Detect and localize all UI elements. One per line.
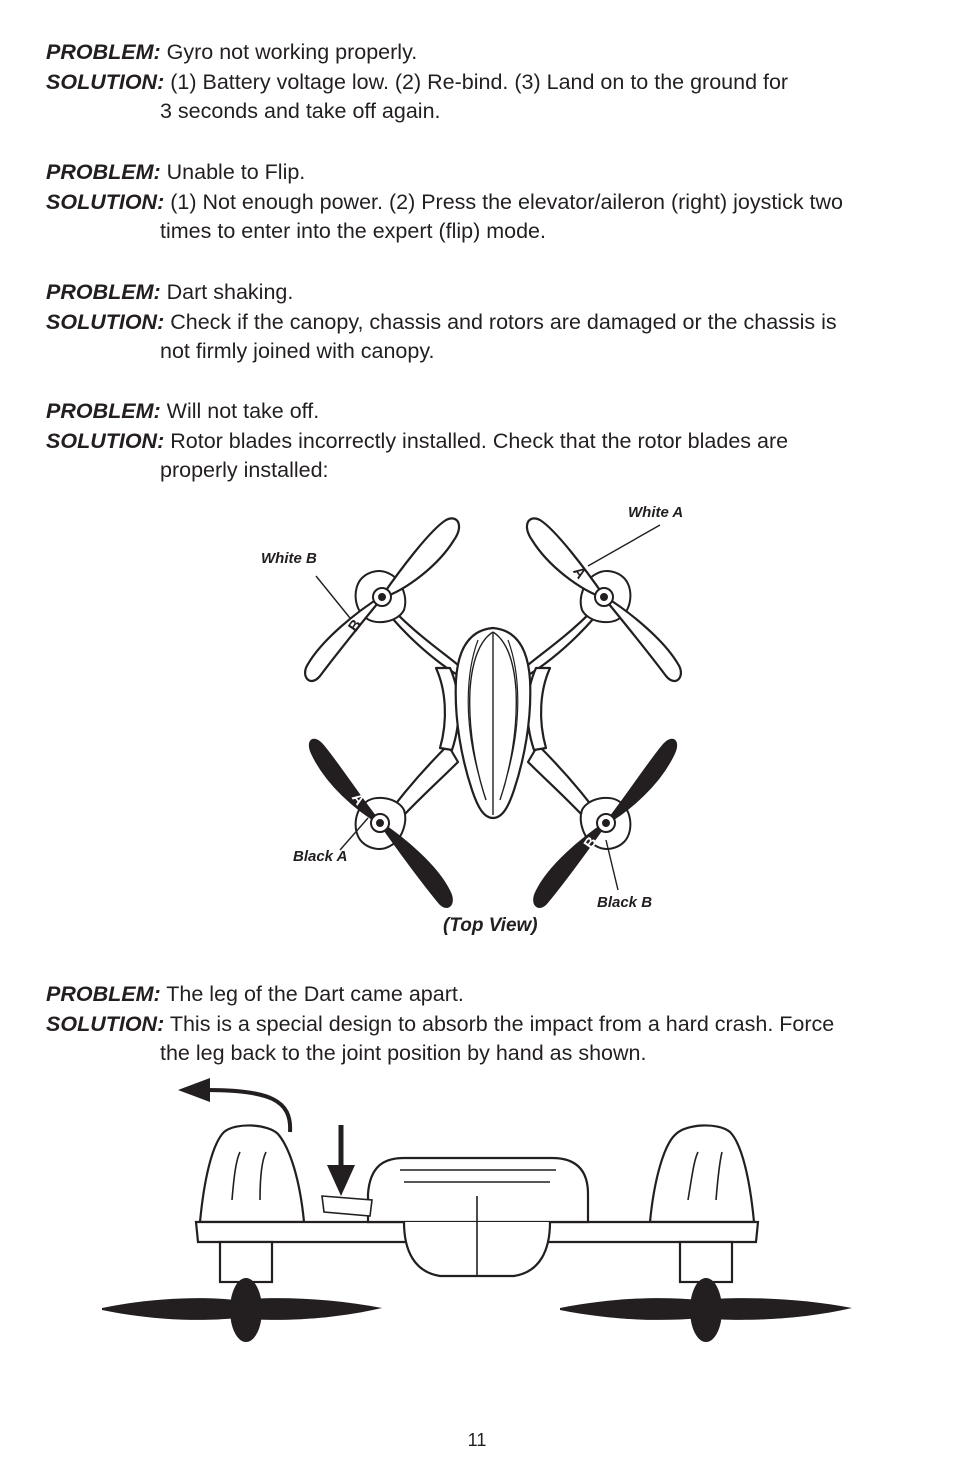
- problem-label: PROBLEM:: [46, 280, 161, 304]
- problem-line: PROBLEM: Will not take off.: [46, 397, 926, 427]
- problem-line: PROBLEM: The leg of the Dart came apart.: [46, 980, 926, 1010]
- problem-text: Dart shaking.: [166, 280, 294, 304]
- section-leg: PROBLEM: The leg of the Dart came apart.…: [46, 980, 926, 1069]
- solution-line: SOLUTION: Rotor blades incorrectly insta…: [46, 427, 926, 457]
- right-motor: [678, 1240, 734, 1284]
- left-motor: [218, 1240, 274, 1284]
- problem-label: PROBLEM:: [46, 160, 161, 184]
- solution-text: (1) Battery voltage low. (2) Re-bind. (3…: [170, 69, 789, 94]
- drone-side-view-diagram: [178, 1078, 760, 1284]
- solution-line: SOLUTION: This is a special design to ab…: [46, 1010, 926, 1040]
- solution-text: Check if the canopy, chassis and rotors …: [170, 309, 837, 334]
- problem-line: PROBLEM: Dart shaking.: [46, 278, 926, 308]
- solution-continuation: the leg back to the joint position by ha…: [160, 1041, 647, 1065]
- center-body: [366, 1156, 590, 1224]
- problem-text: Unable to Flip.: [166, 160, 306, 184]
- section-shaking: PROBLEM: Dart shaking. SOLUTION: Check i…: [46, 278, 926, 367]
- section-takeoff: PROBLEM: Will not take off. SOLUTION: Ro…: [46, 397, 926, 486]
- solution-line: SOLUTION: Check if the canopy, chassis a…: [46, 308, 926, 338]
- right-side-blade: [560, 1298, 700, 1320]
- solution-continuation: not firmly joined with canopy.: [160, 339, 435, 363]
- problem-text: Will not take off.: [166, 399, 320, 423]
- problem-line: PROBLEM: Gyro not working properly.: [46, 38, 926, 68]
- problem-text: The leg of the Dart came apart.: [166, 982, 464, 1006]
- solution-text: (1) Not enough power. (2) Press the elev…: [170, 189, 844, 214]
- page-number: 11: [467, 1430, 487, 1450]
- label-white-b: White B: [261, 550, 317, 567]
- solution-line: SOLUTION: (1) Battery voltage low. (2) R…: [46, 68, 926, 98]
- problem-line: PROBLEM: Unable to Flip.: [46, 158, 926, 188]
- left-leg-guard: [198, 1124, 306, 1224]
- solution-label: SOLUTION:: [46, 189, 165, 214]
- curved-arrow-icon: [204, 1088, 293, 1133]
- solution-label: SOLUTION:: [46, 309, 165, 334]
- section-flip: PROBLEM: Unable to Flip. SOLUTION: (1) N…: [46, 158, 926, 247]
- solution-label: SOLUTION:: [46, 428, 165, 453]
- label-black-a: Black A: [293, 848, 348, 865]
- solution-continuation: 3 seconds and take off again.: [160, 99, 441, 123]
- solution-text: This is a special design to absorb the i…: [169, 1011, 835, 1036]
- label-black-b: Black B: [597, 894, 653, 911]
- left-side-blade: [102, 1298, 236, 1320]
- solution-label: SOLUTION:: [46, 69, 165, 94]
- solution-text: Rotor blades incorrectly installed. Chec…: [170, 428, 789, 453]
- problem-label: PROBLEM:: [46, 982, 161, 1006]
- solution-label: SOLUTION:: [46, 1011, 165, 1036]
- solution-continuation: times to enter into the expert (flip) mo…: [160, 219, 546, 243]
- problem-label: PROBLEM:: [46, 399, 161, 423]
- problem-label: PROBLEM:: [46, 40, 161, 64]
- solution-line: SOLUTION: (1) Not enough power. (2) Pres…: [46, 188, 926, 218]
- left-side-hub: [230, 1278, 262, 1342]
- right-side-hub: [690, 1278, 722, 1342]
- figure-caption: (Top View): [443, 915, 538, 936]
- label-white-a: White A: [628, 504, 684, 521]
- problem-text: Gyro not working properly.: [166, 40, 418, 64]
- right-leg-guard: [648, 1124, 756, 1224]
- solution-continuation: properly installed:: [160, 458, 329, 482]
- section-gyro: PROBLEM: Gyro not working properly. SOLU…: [46, 38, 926, 127]
